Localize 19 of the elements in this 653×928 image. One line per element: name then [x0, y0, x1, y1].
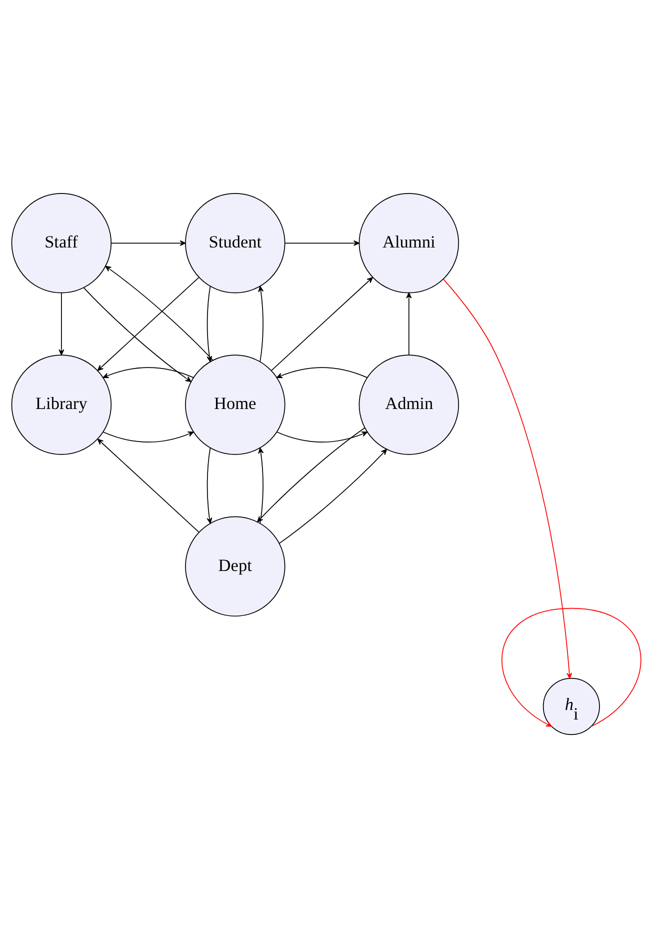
- arrow: [58, 292, 64, 356]
- arrow: [258, 286, 264, 362]
- arrow: [97, 277, 200, 371]
- node-circle: Alumni: [358, 193, 460, 294]
- arrow: [406, 292, 412, 356]
- arrow: [276, 431, 368, 442]
- arrow: [278, 448, 388, 544]
- arrow: [206, 448, 212, 524]
- arrow: [110, 240, 186, 246]
- arrow: [276, 367, 368, 378]
- arrow: [271, 277, 373, 371]
- arrow: [102, 431, 194, 442]
- arrow: [284, 240, 360, 246]
- arrow: [97, 438, 200, 533]
- arrow: [502, 608, 642, 727]
- arrow: [442, 278, 572, 679]
- node-circle: Library: [11, 354, 112, 455]
- arrow: [83, 287, 192, 382]
- arrow: [102, 367, 194, 378]
